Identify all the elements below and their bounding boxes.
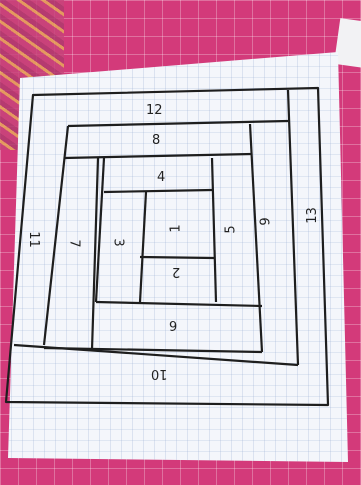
block-number-2: 2 [172,264,180,279]
block-number-12: 12 [146,103,163,118]
block-number-1: 1 [169,224,184,232]
block-number-5: 5 [224,225,239,233]
block-number-9: 9 [259,217,274,225]
block-number-7: 7 [67,239,82,247]
block-number-10: 10 [151,366,168,381]
block-number-13: 13 [305,207,320,224]
block-number-11: 11 [26,231,41,248]
block-number-8: 8 [152,133,160,148]
block-number-3: 3 [111,238,126,246]
block-number-6: 6 [169,317,177,332]
line-2-top [140,257,214,258]
block-number-4: 4 [157,170,165,185]
